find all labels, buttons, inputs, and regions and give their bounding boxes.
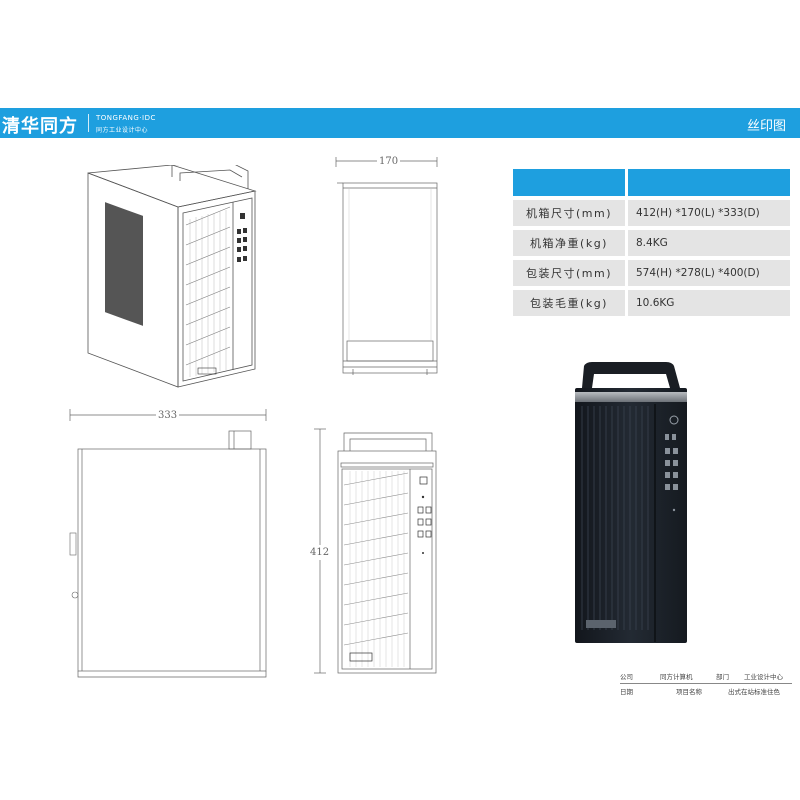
project-label: 项目名称 bbox=[676, 688, 702, 696]
table-row: 机箱尺寸(mm) 412(H) *170(L) *333(D) bbox=[513, 200, 790, 226]
project-value: 出式在站标准住色 bbox=[728, 688, 780, 696]
spec-label: 机箱尺寸(mm) bbox=[513, 200, 625, 226]
company-label: 公司 bbox=[620, 673, 633, 681]
specs-header-row bbox=[513, 169, 790, 196]
specs-table: 机箱尺寸(mm) 412(H) *170(L) *333(D) 机箱净重(kg)… bbox=[513, 165, 790, 320]
isometric-drawing bbox=[87, 165, 257, 388]
spec-label: 包装尺寸(mm) bbox=[513, 260, 625, 286]
table-row: 包装毛重(kg) 10.6KG bbox=[513, 290, 790, 316]
title-block-row: 日期 项目名称 出式在站标准住色 bbox=[620, 684, 792, 698]
front-view-drawing bbox=[314, 428, 437, 674]
company-value: 同方计算机 bbox=[660, 673, 693, 681]
spec-value: 574(H) *278(L) *400(D) bbox=[625, 260, 790, 286]
date-label: 日期 bbox=[620, 688, 633, 696]
spec-label: 包装毛重(kg) bbox=[513, 290, 625, 316]
dimension-height-label: 412 bbox=[310, 545, 330, 560]
title-block: 公司 同方计算机 部门 工业设计中心 日期 项目名称 出式在站标准住色 bbox=[620, 669, 792, 698]
brand-english: TONGFANG·IDC bbox=[96, 114, 156, 122]
dept-value: 工业设计中心 bbox=[744, 673, 783, 681]
specs-header-cell bbox=[625, 169, 790, 196]
spec-value: 10.6KG bbox=[625, 290, 790, 316]
spec-value: 412(H) *170(L) *333(D) bbox=[625, 200, 790, 226]
title-block-divider bbox=[620, 683, 792, 684]
specs-header-cell bbox=[513, 169, 625, 196]
product-render-image bbox=[575, 362, 687, 643]
table-row: 机箱净重(kg) 8.4KG bbox=[513, 230, 790, 256]
dimension-width-label: 170 bbox=[377, 156, 401, 167]
top-view-drawing bbox=[335, 157, 438, 375]
brand-subtitle: 同方工业设计中心 bbox=[96, 127, 149, 134]
dimension-depth-label: 333 bbox=[156, 410, 180, 421]
title-block-row: 公司 同方计算机 部门 工业设计中心 bbox=[620, 669, 792, 683]
dept-label: 部门 bbox=[716, 673, 729, 681]
side-view-drawing bbox=[69, 409, 267, 678]
header-band: 清华同方 TONGFANG·IDC 同方工业设计中心 丝印图 bbox=[0, 108, 800, 138]
spec-label: 机箱净重(kg) bbox=[513, 230, 625, 256]
brand-divider bbox=[88, 114, 89, 132]
brand-logo-text: 清华同方 bbox=[2, 116, 78, 137]
sheet-title: 丝印图 bbox=[746, 119, 786, 134]
spec-value: 8.4KG bbox=[625, 230, 790, 256]
table-row: 包装尺寸(mm) 574(H) *278(L) *400(D) bbox=[513, 260, 790, 286]
